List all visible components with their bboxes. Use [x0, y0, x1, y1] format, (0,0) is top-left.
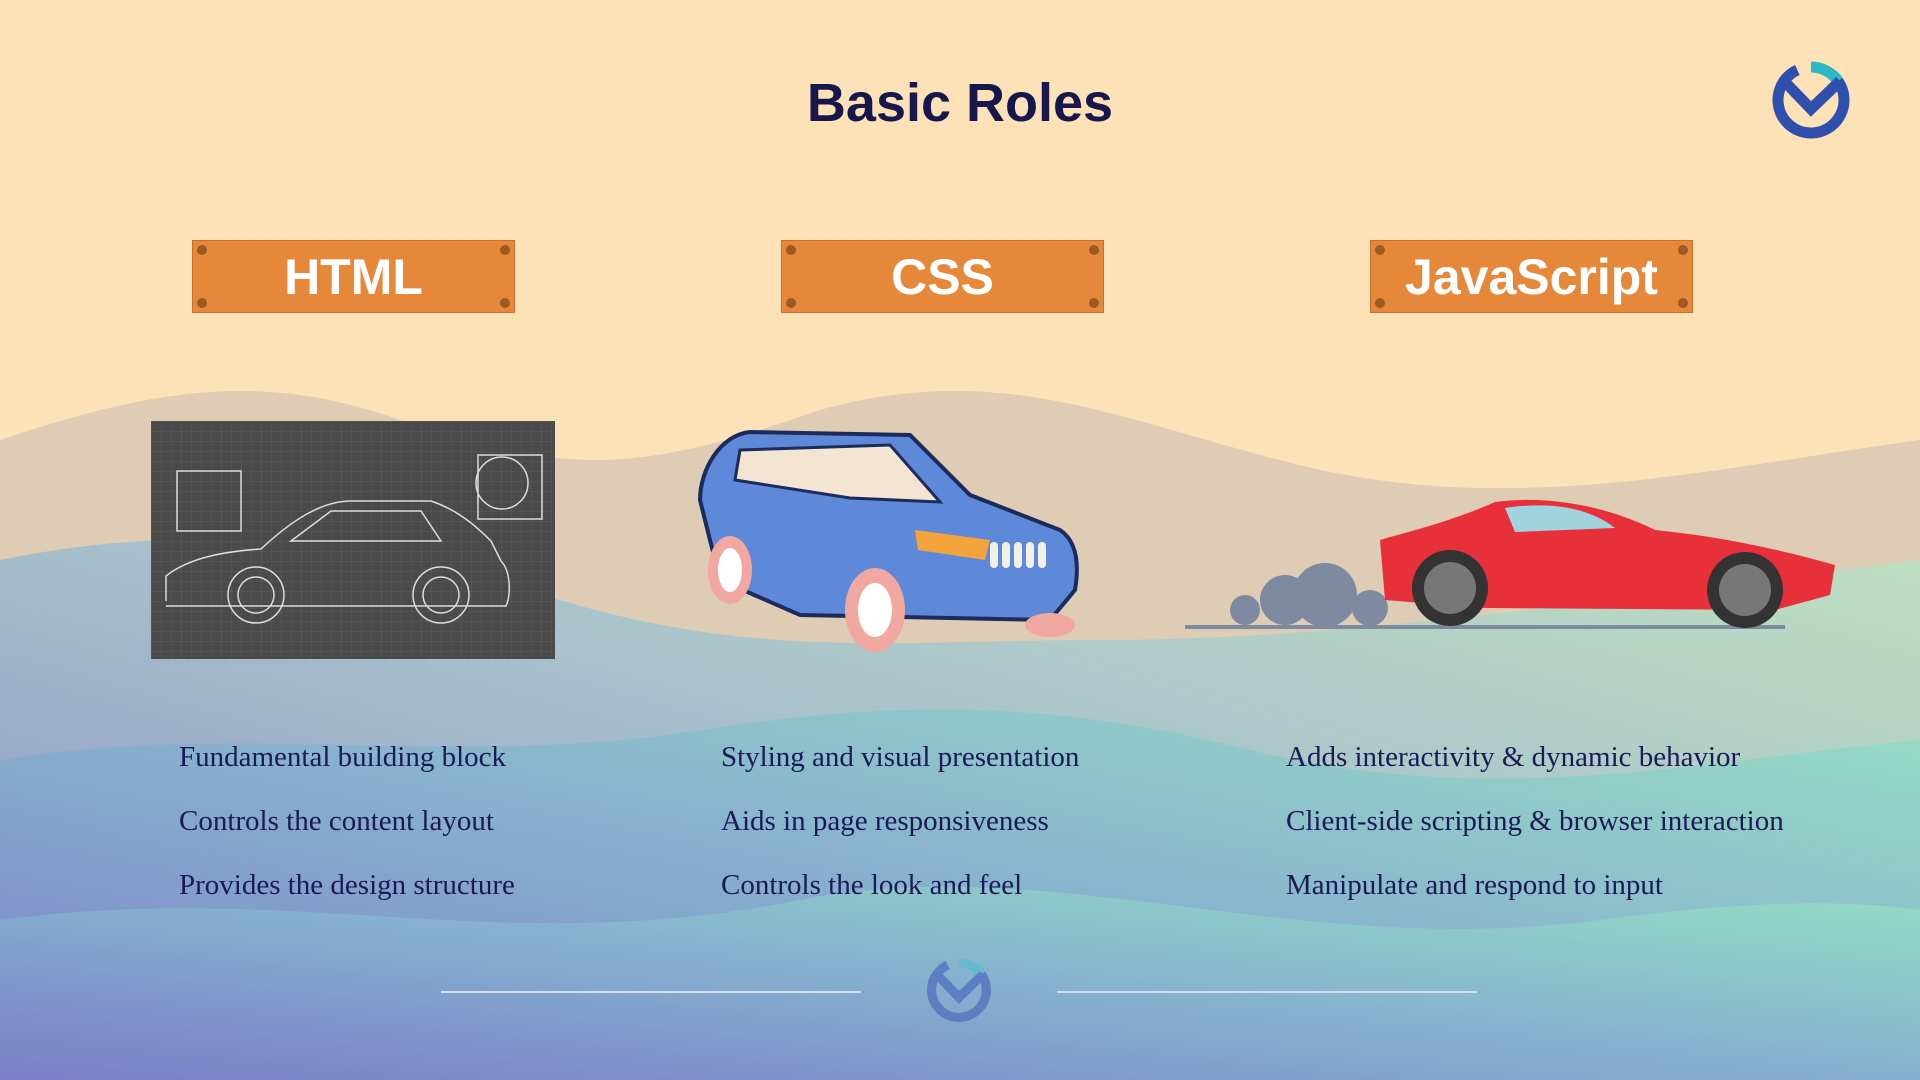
js-bullet-3: Manipulate and respond to input — [1286, 869, 1663, 901]
footer-divider-right — [1057, 991, 1477, 993]
css-label: CSS — [781, 240, 1104, 313]
html-label: HTML — [192, 240, 515, 313]
css-bullet-2: Aids in page responsiveness — [721, 805, 1049, 837]
javascript-label-text: JavaScript — [1405, 249, 1658, 305]
styled-suv-illustration — [697, 429, 1079, 652]
logo-icon — [1772, 61, 1850, 139]
css-bullet-3: Controls the look and feel — [721, 869, 1023, 901]
html-bullet-2: Controls the content layout — [179, 805, 494, 837]
js-bullet-2: Client-side scripting & browser interact… — [1286, 805, 1784, 837]
css-label-text: CSS — [891, 249, 994, 305]
blueprint-car-illustration — [151, 421, 555, 659]
footer-logo-icon — [927, 958, 991, 1022]
page-title: Basic Roles — [806, 73, 1114, 133]
html-label-text: HTML — [284, 249, 423, 305]
footer-divider-left — [441, 991, 861, 993]
html-bullet-3: Provides the design structure — [179, 869, 515, 901]
css-bullet-1: Styling and visual presentation — [721, 741, 1080, 773]
javascript-label: JavaScript — [1370, 240, 1693, 313]
js-bullet-1: Adds interactivity & dynamic behavior — [1286, 741, 1741, 773]
html-bullet-1: Fundamental building block — [179, 741, 507, 773]
sports-car-illustration — [1185, 499, 1835, 629]
